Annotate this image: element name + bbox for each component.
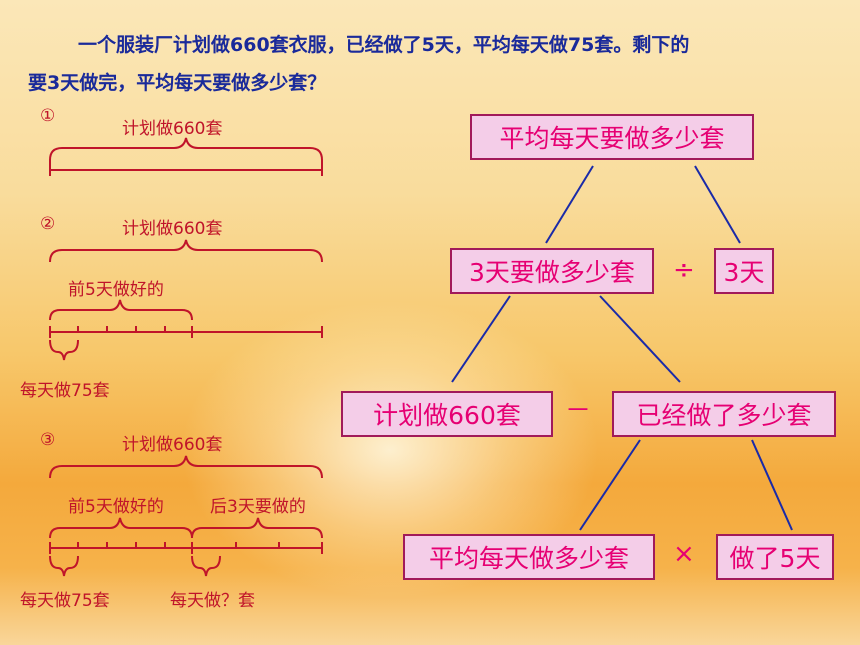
tree-level4-right-box: 做了5天 (716, 534, 834, 580)
diagram3-done-label: 前5天做好的 (68, 497, 164, 517)
diagram2-done-brace (49, 299, 193, 321)
tree-level3-right-box: 已经做了多少套 (612, 391, 836, 437)
diagram1-index: ① (40, 106, 56, 126)
diagram3-question-brace (191, 555, 221, 577)
diagram3-question-label: 每天做？套 (170, 591, 255, 611)
diagram3-done-brace (49, 517, 193, 539)
diagram3-total-label: 计划做660套 (122, 435, 223, 455)
diagram1-total-brace (49, 137, 323, 161)
diagram3-unit-label: 每天做75套 (20, 591, 110, 611)
tree-root-box: 平均每天要做多少套 (470, 114, 754, 160)
diagram2-total-label: 计划做660套 (122, 219, 223, 239)
diagram2-total-brace (49, 239, 323, 263)
diagram3-total-brace (49, 455, 323, 479)
problem-statement: 一个服装厂计划做660套衣服，已经做了5天，平均每天做75套。剩下的 要3天做完… (28, 26, 838, 102)
minus-operator: － (565, 396, 592, 426)
tree-level3-left-box: 计划做660套 (341, 391, 553, 437)
diagram2-unit-brace (49, 339, 79, 361)
problem-line-1: 一个服装厂计划做660套衣服，已经做了5天，平均每天做75套。剩下的 (78, 34, 690, 56)
divide-operator: ÷ (673, 255, 695, 285)
tree-level2-left-box: 3天要做多少套 (450, 248, 654, 294)
diagram1-total-label: 计划做660套 (122, 119, 223, 139)
diagram2-unit-label: 每天做75套 (20, 381, 110, 401)
diagram3-index: ③ (40, 430, 56, 450)
diagram2-index: ② (40, 214, 56, 234)
problem-line-2: 要3天做完，平均每天要做多少套？ (28, 72, 327, 94)
tree-level2-right-box: 3天 (714, 248, 774, 294)
diagram3-remain-label: 后3天要做的 (210, 497, 306, 517)
tree-level4-left-box: 平均每天做多少套 (403, 534, 655, 580)
times-operator: × (673, 539, 695, 569)
diagram3-unit-brace (49, 555, 79, 577)
diagram3-remain-brace (191, 517, 323, 539)
diagram2-done-label: 前5天做好的 (68, 280, 164, 300)
